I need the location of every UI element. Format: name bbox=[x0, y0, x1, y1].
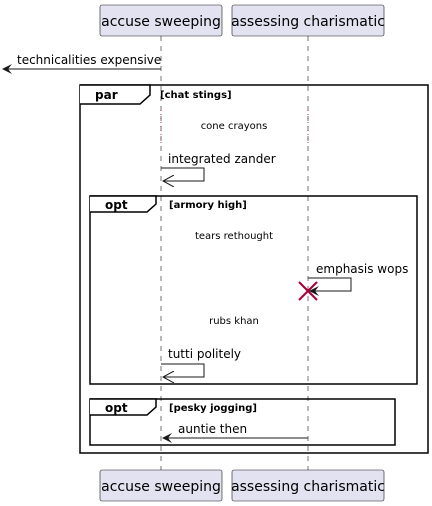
participant-label: accuse sweeping bbox=[101, 14, 221, 30]
destroy-icon bbox=[298, 281, 318, 301]
message-label: tutti politely bbox=[168, 347, 241, 361]
participant-label: assessing charismatic bbox=[231, 14, 385, 30]
participant-accuse-sweeping-bottom[interactable]: accuse sweeping bbox=[99, 469, 223, 502]
frame-keyword: opt bbox=[105, 401, 128, 415]
divider-label: cone crayons bbox=[201, 121, 268, 132]
message-integrated-zander: integrated zander bbox=[161, 152, 276, 181]
participant-assessing-charismatic-bottom[interactable]: assessing charismatic bbox=[231, 469, 385, 502]
divider-label: tears rethought bbox=[195, 231, 273, 242]
message-label: technicalities expensive bbox=[17, 53, 161, 67]
frame-keyword: opt bbox=[105, 198, 128, 212]
divider-label: rubs khan bbox=[209, 316, 259, 327]
message-label: integrated zander bbox=[168, 152, 276, 166]
message-emphasis-wops: emphasis wops bbox=[308, 262, 408, 296]
participant-accuse-sweeping-top[interactable]: accuse sweeping bbox=[99, 4, 223, 37]
message-auntie-then: auntie then bbox=[162, 422, 308, 443]
message-label: auntie then bbox=[178, 422, 247, 436]
message-label: emphasis wops bbox=[316, 262, 408, 276]
frame-opt-pesky-jogging: opt [pesky jogging] bbox=[89, 398, 396, 446]
participant-label: assessing charismatic bbox=[231, 479, 385, 495]
frame-condition: [chat stings] bbox=[160, 90, 232, 101]
participant-assessing-charismatic-top[interactable]: assessing charismatic bbox=[231, 4, 385, 37]
frame-keyword: par bbox=[95, 88, 118, 102]
participant-label: accuse sweeping bbox=[101, 479, 221, 495]
message-technicalities-expensive: technicalities expensive bbox=[2, 53, 161, 74]
frame-condition: [pesky jogging] bbox=[169, 403, 257, 414]
message-tutti-politely: tutti politely bbox=[161, 347, 241, 377]
frame-opt-armory-high: opt [armory high] bbox=[89, 195, 418, 385]
frame-par: par [chat stings] bbox=[79, 84, 429, 454]
frame-condition: [armory high] bbox=[169, 200, 247, 211]
